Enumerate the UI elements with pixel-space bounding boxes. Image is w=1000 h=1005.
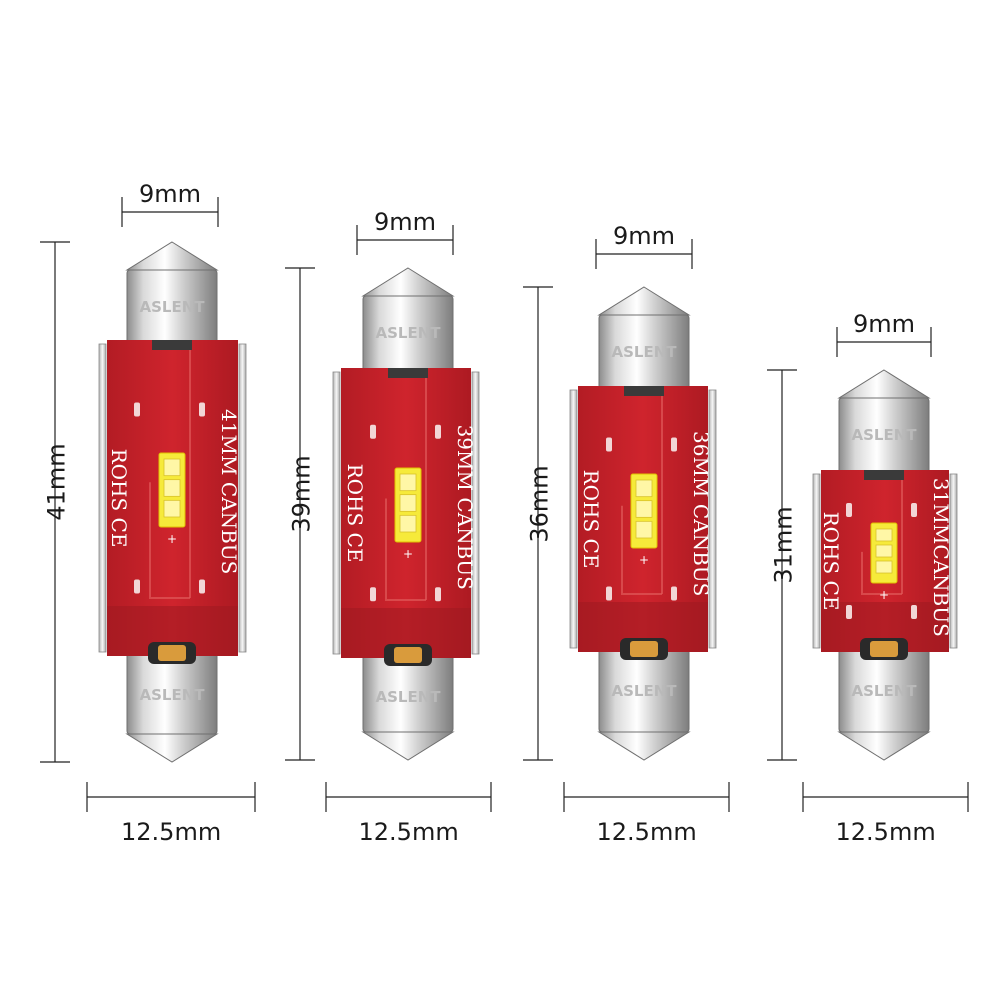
- cap-diameter-label: 9mm: [853, 310, 916, 338]
- length-dimension-label: 31mm: [769, 506, 798, 584]
- certification-text: ROHS CE: [107, 449, 131, 548]
- resistor-component: [870, 641, 898, 657]
- heatsink-rail: [949, 473, 958, 649]
- polarity-mark: +: [167, 532, 177, 546]
- resistor-component: [158, 645, 186, 661]
- cap-diameter-label: 9mm: [374, 208, 437, 236]
- brand-watermark: ASLENT: [375, 324, 441, 342]
- length-dimension-label: 36mm: [525, 464, 554, 543]
- board-model-text: 31MMCANBUS: [929, 478, 953, 637]
- brand-watermark: ASLENT: [375, 688, 441, 706]
- heatsink-rail: [471, 371, 480, 655]
- heatsink-rail: [708, 389, 717, 649]
- board-width-label: 12.5mm: [121, 818, 222, 846]
- board-width-label: 12.5mm: [358, 818, 459, 846]
- heatsink-rail: [98, 343, 107, 653]
- resistor-component: [630, 641, 658, 657]
- brand-watermark: ASLENT: [851, 682, 917, 700]
- heatsink-rail: [569, 389, 578, 649]
- length-dimension-label: 39mm: [287, 455, 316, 533]
- top-metal-cap: ASLENT: [837, 369, 931, 477]
- length-dimension-label: 41mm: [42, 443, 71, 521]
- board-width-label: 12.5mm: [835, 818, 936, 846]
- polarity-mark: +: [403, 547, 413, 561]
- brand-watermark: ASLENT: [611, 343, 677, 361]
- top-metal-cap: ASLENT: [361, 267, 455, 375]
- brand-watermark: ASLENT: [611, 682, 677, 700]
- brand-watermark: ASLENT: [851, 426, 917, 444]
- resistor-component: [394, 647, 422, 663]
- bottom-metal-cap: ASLENT: [837, 645, 931, 761]
- brand-watermark: ASLENT: [139, 298, 205, 316]
- cap-diameter-label: 9mm: [613, 222, 676, 250]
- top-metal-cap: ASLENT: [125, 241, 219, 347]
- board-width-label: 12.5mm: [596, 818, 697, 846]
- board-model-text: 41MM CANBUS: [217, 409, 241, 574]
- dimension-lines: [523, 239, 730, 812]
- bottom-metal-cap: ASLENT: [597, 645, 691, 761]
- bulb-36mm: ASLENT ASLENT +36MM CANBUS ROHS CE: [523, 239, 730, 812]
- heatsink-rail: [238, 343, 247, 653]
- heatsink-rail: [332, 371, 341, 655]
- bulb-41mm: ASLENT ASLENT +41MM CANBUS ROHS CE: [40, 197, 256, 812]
- bottom-metal-cap: ASLENT: [361, 651, 455, 761]
- dimension-lines: [40, 197, 256, 812]
- board-model-text: 36MM CANBUS: [689, 431, 713, 596]
- top-metal-cap: ASLENT: [597, 286, 691, 393]
- board-model-text: 39MM CANBUS: [453, 425, 477, 590]
- certification-text: ROHS CE: [343, 464, 367, 563]
- polarity-mark: +: [879, 588, 889, 602]
- polarity-mark: +: [639, 553, 649, 567]
- heatsink-rail: [812, 473, 821, 649]
- certification-text: ROHS CE: [579, 470, 603, 569]
- cap-diameter-label: 9mm: [139, 180, 202, 208]
- brand-watermark: ASLENT: [139, 686, 205, 704]
- bottom-metal-cap: ASLENT: [125, 649, 219, 763]
- bulb-39mm: ASLENT ASLENT +39MM CANBUS ROHS CE: [285, 225, 492, 812]
- bulb-31mm: ASLENT ASLENT +31MMCANBUS ROHS CE: [767, 327, 969, 812]
- certification-text: ROHS CE: [819, 512, 843, 611]
- dimension-lines: [767, 327, 969, 812]
- dimension-lines: [285, 225, 492, 812]
